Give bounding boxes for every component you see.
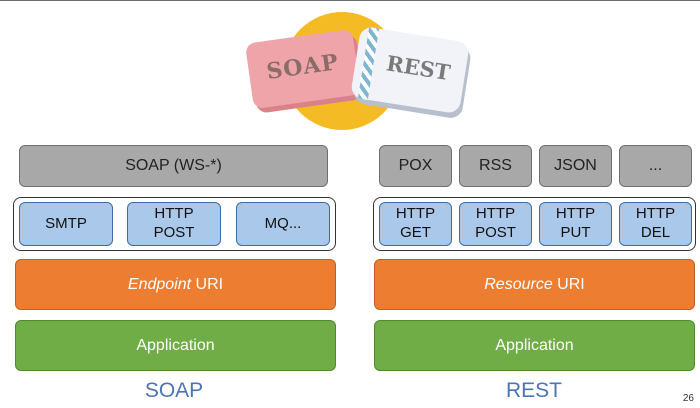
rest-application: Application <box>374 320 695 371</box>
rest-format-rss: RSS <box>459 145 532 187</box>
soap-rest-logo: SOAP REST <box>235 8 475 130</box>
soap-label: SOAP <box>144 379 204 402</box>
page-number: 26 <box>682 393 694 404</box>
soap-transport-http-post: HTTP POST <box>127 202 221 246</box>
rest-format-json: JSON <box>539 145 612 187</box>
soap-bar-text: SOAP <box>264 49 341 85</box>
top-rule <box>0 0 700 1</box>
soap-endpoint-uri: Endpoint URI <box>15 259 336 310</box>
rest-label: REST <box>505 379 562 402</box>
rest-format-pox: POX <box>379 145 452 187</box>
soap-uri-emphasis: Endpoint <box>127 275 192 293</box>
soap-transport-mq: MQ... <box>236 202 330 246</box>
rest-method-put: HTTP PUT <box>539 202 612 246</box>
rest-uri-emphasis: Resource <box>484 275 553 293</box>
rest-method-del: HTTP DEL <box>619 202 692 246</box>
rest-uri-suffix: URI <box>552 275 585 293</box>
rest-pillow-text: REST <box>384 50 453 86</box>
soap-application: Application <box>15 320 336 371</box>
soap-uri-suffix: URI <box>191 275 224 293</box>
rest-method-get: HTTP GET <box>379 202 452 246</box>
rest-format-more: ... <box>619 145 692 187</box>
soap-transport-smtp: SMTP <box>19 202 113 246</box>
rest-method-post: HTTP POST <box>459 202 532 246</box>
rest-resource-uri: Resource URI <box>374 259 695 310</box>
soap-ws-box: SOAP (WS-*) <box>19 145 328 187</box>
